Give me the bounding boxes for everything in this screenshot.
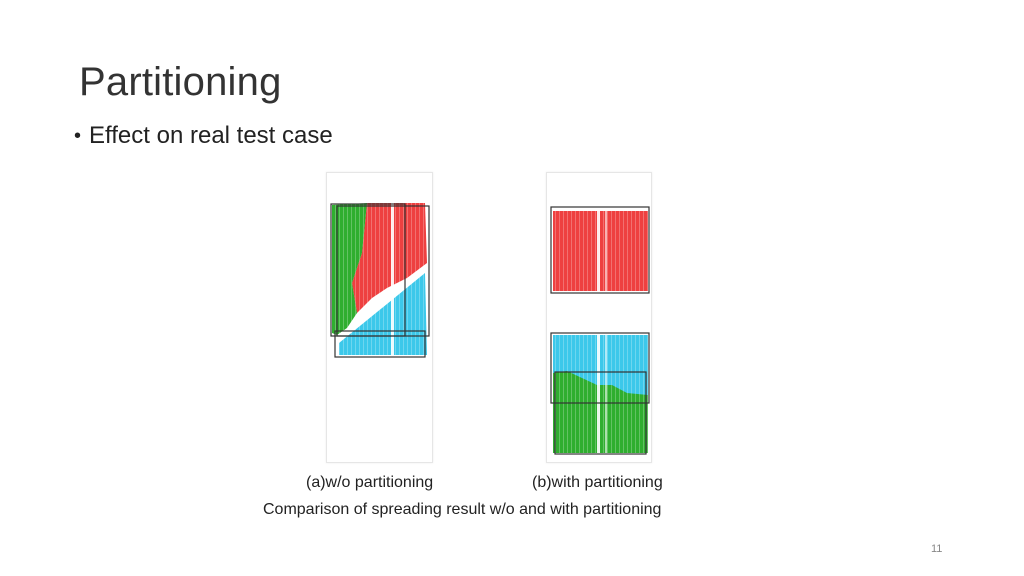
bin-box-2	[336, 205, 430, 337]
bullet-text: Effect on real test case	[89, 122, 333, 149]
bin-box-green	[554, 371, 647, 455]
bullet-item: • Effect on real test case	[74, 122, 333, 150]
figure-main-caption: Comparison of spreading result w/o and w…	[263, 501, 662, 518]
bin-box-red	[550, 206, 650, 294]
bullet-icon: •	[74, 124, 82, 147]
figure-b-caption: (b)with partitioning	[532, 474, 663, 491]
bin-box-3	[334, 330, 426, 358]
figure-a-caption: (a)w/o partitioning	[306, 474, 434, 491]
figure-b-with-partitioning	[546, 172, 652, 463]
figure-a-without-partitioning	[326, 172, 433, 463]
slide-title: Partitioning	[79, 60, 282, 104]
figure-a-image	[330, 203, 430, 358]
page-number: 11	[931, 543, 943, 555]
bin-box-cyan	[550, 332, 650, 404]
figure-b-image	[550, 206, 650, 455]
